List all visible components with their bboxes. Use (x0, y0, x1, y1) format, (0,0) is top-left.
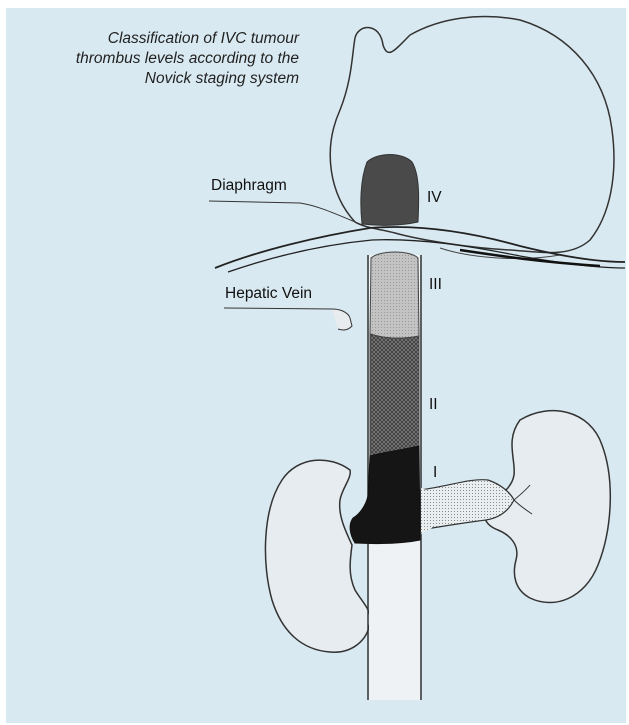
hepatic-vein-leader (224, 308, 332, 309)
thrombus-level-ii (370, 334, 419, 456)
label-diaphragm: Diaphragm (211, 177, 287, 195)
caption-line-2: thrombus levels according to the (0, 49, 299, 69)
diaphragm-leader (209, 201, 365, 226)
label-level-iii: III (429, 276, 442, 294)
right-kidney (265, 460, 370, 652)
thrombus-level-iii (370, 252, 419, 338)
caption-line-1: Classification of IVC tumour (0, 29, 299, 49)
thrombus-level-iv (361, 155, 419, 226)
caption-line-3: Novick staging system (0, 69, 299, 89)
label-level-i: I (433, 464, 437, 482)
label-hepatic-vein: Hepatic Vein (225, 285, 312, 303)
thrombus-level-i (350, 446, 420, 544)
label-level-iv: IV (427, 189, 442, 207)
label-level-ii: II (429, 396, 438, 414)
hepatic-vein-stub (332, 309, 352, 330)
figure-caption: Classification of IVC tumour thrombus le… (0, 29, 299, 89)
